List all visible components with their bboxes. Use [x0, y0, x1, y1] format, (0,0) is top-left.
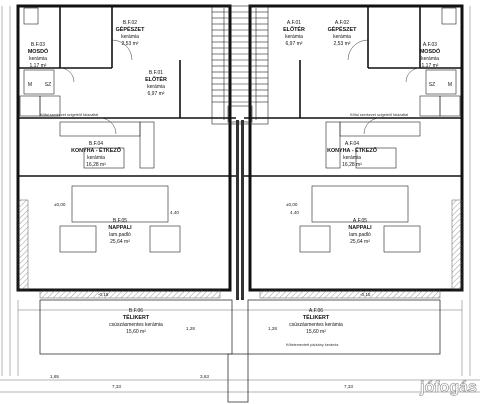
- room-label-b-f-02: B.F.02 GÉPÉSZET kerámia 2,53 m²: [116, 20, 145, 47]
- svg-text:16,28 m²: 16,28 m²: [86, 162, 106, 168]
- fixtures-left: [19, 7, 181, 253]
- svg-text:lam.padló: lam.padló: [349, 232, 371, 238]
- svg-text:25,64 m²: 25,64 m²: [110, 239, 130, 245]
- svg-text:kerámia: kerámia: [29, 56, 47, 62]
- room-label-a-f-04: A.F.04 KONYHA - ÉTKEZŐ kerámia 16,28 m²: [327, 141, 377, 168]
- room-label-a-f-01-top: A.F.01 ELŐTÉR kerámia 6,97 m²: [283, 20, 305, 47]
- room-label-a-f-06: A.F.06 TÉLIKERT csúszásmentes kerámia 15…: [289, 308, 343, 335]
- fixture-tags: M SZ M SZ: [28, 82, 452, 88]
- svg-text:kerámia: kerámia: [421, 56, 439, 62]
- fixtures-right: [299, 7, 461, 253]
- svg-text:NAPPALI: NAPPALI: [108, 225, 132, 231]
- room-label-b-f-06: B.F.06 TÉLIKERT csúszásmentes kerámia 15…: [109, 308, 163, 335]
- svg-text:-0,15: -0,15: [98, 292, 109, 297]
- svg-text:B.F.05: B.F.05: [113, 218, 127, 224]
- svg-text:kerámia: kerámia: [121, 34, 139, 40]
- svg-text:kerámia: kerámia: [147, 84, 165, 90]
- party-wall: [236, 120, 244, 300]
- hatched-zones: [17, 199, 463, 299]
- svg-text:A.F.01: A.F.01: [287, 20, 301, 26]
- interior-walls-right: [244, 6, 462, 177]
- svg-text:A.F.04: A.F.04: [345, 141, 359, 147]
- svg-text:2,53 m²: 2,53 m²: [334, 41, 351, 47]
- svg-text:csúszásmentes kerámia: csúszásmentes kerámia: [109, 322, 163, 328]
- svg-text:B.F.01: B.F.01: [149, 70, 163, 76]
- svg-text:7,33: 7,33: [344, 384, 353, 389]
- svg-text:1,28: 1,28: [268, 326, 277, 331]
- svg-text:MOSDÓ: MOSDÓ: [420, 47, 440, 55]
- svg-text:jófogás: jófogás: [419, 379, 477, 396]
- svg-text:16,28 m²: 16,28 m²: [342, 162, 362, 168]
- svg-text:MOSDÓ: MOSDÓ: [28, 47, 48, 55]
- room-label-a-f-02: A.F.02 GÉPÉSZET kerámia 2,53 m²: [328, 20, 357, 47]
- svg-text:SZ: SZ: [429, 82, 435, 88]
- room-label-a-f-05: A.F.05 NAPPALI lam.padló 25,64 m²: [348, 218, 372, 245]
- svg-text:SZ: SZ: [45, 82, 51, 88]
- svg-text:B.F.04: B.F.04: [89, 141, 103, 147]
- room-label-b-f-01: B.F.01 ELŐTÉR kerámia 6,97 m²: [145, 70, 167, 97]
- room-label-b-f-05: B.F.05 NAPPALI lam.padló 25,64 m²: [108, 218, 132, 245]
- room-label-a-f-03: A.F.03 MOSDÓ kerámia 1,17 m²: [420, 42, 440, 69]
- svg-text:M: M: [28, 82, 32, 88]
- notes: Kőfal szerkezet szigetelő falazattal Kőf…: [40, 113, 408, 347]
- svg-text:1,65: 1,65: [50, 374, 59, 379]
- svg-text:TÉLIKERT: TÉLIKERT: [303, 313, 330, 321]
- svg-text:GÉPÉSZET: GÉPÉSZET: [328, 25, 357, 33]
- svg-text:kerámia: kerámia: [343, 155, 361, 161]
- svg-text:Kőfal szerkezet szigetelő fala: Kőfal szerkezet szigetelő falazattal: [40, 113, 98, 117]
- svg-text:3,63: 3,63: [200, 374, 209, 379]
- svg-text:2,53 m²: 2,53 m²: [122, 41, 139, 47]
- svg-text:GÉPÉSZET: GÉPÉSZET: [116, 25, 145, 33]
- svg-text:Kőfal szerkezet szigetelő fala: Kőfal szerkezet szigetelő falazattal: [350, 113, 408, 117]
- svg-text:ELŐTÉR: ELŐTÉR: [283, 25, 305, 33]
- svg-text:6,97 m²: 6,97 m²: [148, 91, 165, 97]
- svg-text:kerámia: kerámia: [333, 34, 351, 40]
- svg-text:1,17 m²: 1,17 m²: [422, 63, 439, 69]
- dimension-lines: [0, 6, 480, 393]
- svg-text:B.F.06: B.F.06: [129, 308, 143, 314]
- svg-text:ELŐTÉR: ELŐTÉR: [145, 75, 167, 83]
- svg-text:KONYHA - ÉTKEZŐ: KONYHA - ÉTKEZŐ: [327, 146, 377, 154]
- svg-text:NAPPALI: NAPPALI: [348, 225, 372, 231]
- svg-text:A.F.03: A.F.03: [423, 42, 437, 48]
- svg-text:15,60 m²: 15,60 m²: [126, 329, 146, 335]
- room-label-b-f-03: B.F.03 MOSDÓ kerámia 1,17 m²: [28, 42, 48, 69]
- winter-garden-frames: [39, 299, 441, 403]
- svg-text:lam.padló: lam.padló: [109, 232, 131, 238]
- svg-text:Kőtelemeztett párkány kerámia: Kőtelemeztett párkány kerámia: [286, 343, 339, 347]
- svg-text:A.F.02: A.F.02: [335, 20, 349, 26]
- dimension-texts: ±0,00 ±0,00 -0,15 -0,15 7,33 7,33 1,65 3…: [50, 202, 371, 389]
- watermark: jófogás: [419, 379, 478, 397]
- interior-walls-left: [18, 6, 236, 177]
- svg-text:4,40: 4,40: [170, 210, 179, 215]
- svg-text:KONYHA - ÉTKEZŐ: KONYHA - ÉTKEZŐ: [71, 146, 121, 154]
- svg-text:6,97 m²: 6,97 m²: [286, 41, 303, 47]
- svg-text:M: M: [448, 82, 452, 88]
- svg-text:4,40: 4,40: [290, 210, 299, 215]
- svg-text:kerámia: kerámia: [285, 34, 303, 40]
- door-swings: [59, 39, 421, 135]
- svg-text:kerámia: kerámia: [87, 155, 105, 161]
- svg-text:csúszásmentes kerámia: csúszásmentes kerámia: [289, 322, 343, 328]
- svg-text:A.F.05: A.F.05: [353, 218, 367, 224]
- svg-text:A.F.06: A.F.06: [309, 308, 323, 314]
- svg-text:25,64 m²: 25,64 m²: [350, 239, 370, 245]
- svg-text:1,28: 1,28: [186, 326, 195, 331]
- svg-text:1,17 m²: 1,17 m²: [30, 63, 47, 69]
- svg-text:TÉLIKERT: TÉLIKERT: [123, 313, 150, 321]
- svg-text:7,33: 7,33: [112, 384, 121, 389]
- svg-text:B.F.03: B.F.03: [31, 42, 45, 48]
- svg-text:-0,15: -0,15: [360, 292, 371, 297]
- central-staircase: [211, 5, 269, 125]
- svg-text:±0,00: ±0,00: [286, 202, 298, 207]
- room-label-b-f-04: B.F.04 KONYHA - ÉTKEZŐ kerámia 16,28 m²: [71, 141, 121, 168]
- svg-text:B.F.02: B.F.02: [123, 20, 137, 26]
- svg-text:±0,00: ±0,00: [54, 202, 66, 207]
- svg-text:15,60 m²: 15,60 m²: [306, 329, 326, 335]
